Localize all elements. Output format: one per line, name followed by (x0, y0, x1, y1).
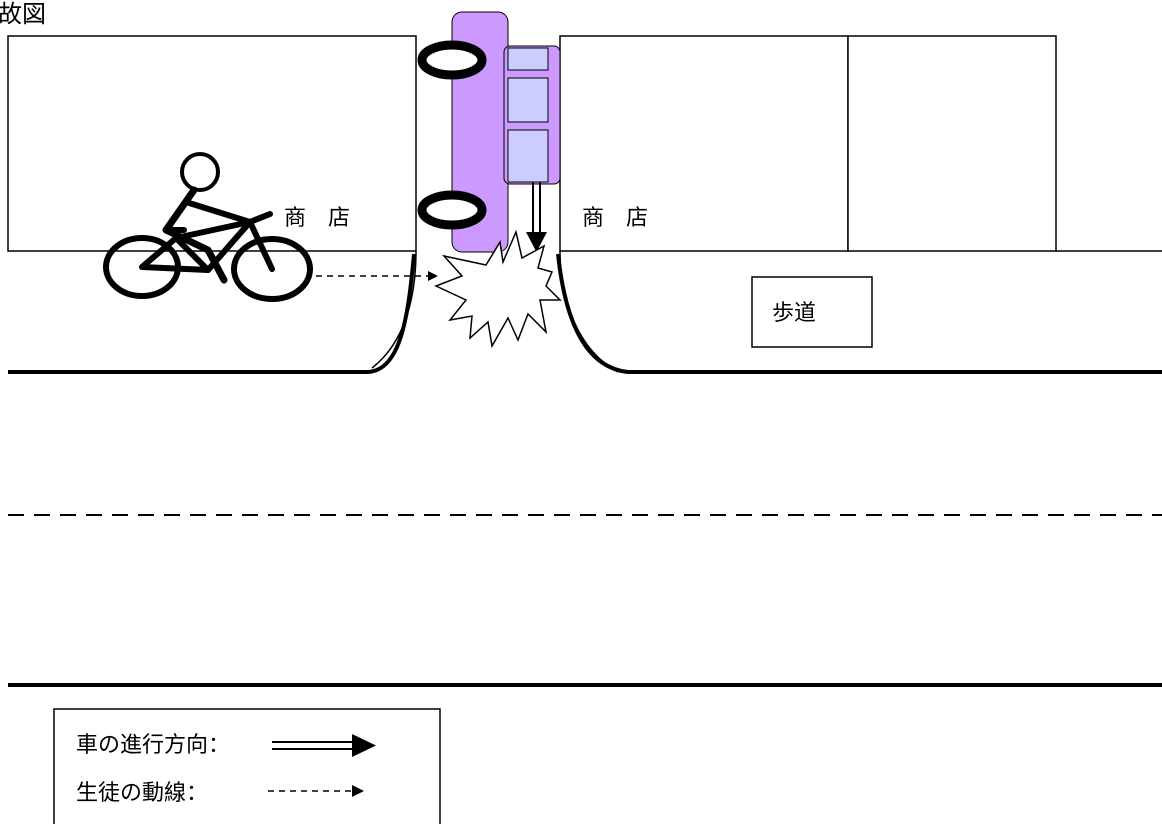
legend-double-arrow-icon (272, 734, 376, 757)
collision-burst-icon (434, 229, 562, 349)
sidewalk-label: 歩道 (772, 301, 816, 326)
road-edge-top-left (8, 253, 416, 374)
legend-dashed-arrow-icon (268, 785, 364, 797)
car-wheel-rear (417, 190, 487, 230)
car-window-rear (507, 129, 549, 183)
legend-car-direction-label: 車の進行方向： (76, 733, 230, 758)
legend-box (53, 708, 441, 824)
cyclist-icon (103, 152, 313, 302)
shop-right-building-2 (847, 35, 1057, 252)
shop-right-building (559, 35, 849, 252)
sidewalk-label-box (751, 276, 873, 348)
car-window-middle (507, 77, 549, 123)
shop-left-label: 商 店 (284, 206, 350, 231)
shop-left-building (7, 35, 417, 252)
diagram-title: 故図 (0, 0, 46, 28)
legend: 車の進行方向： 生徒の動線： (53, 708, 441, 824)
car-window-front (507, 47, 549, 71)
car-direction-arrow (526, 182, 547, 252)
car (417, 11, 561, 253)
car-wheel-front (417, 40, 487, 80)
legend-student-path-label: 生徒の動線： (76, 781, 208, 806)
shop-right-label: 商 店 (582, 206, 648, 231)
road-edge-top-right (556, 253, 1162, 374)
